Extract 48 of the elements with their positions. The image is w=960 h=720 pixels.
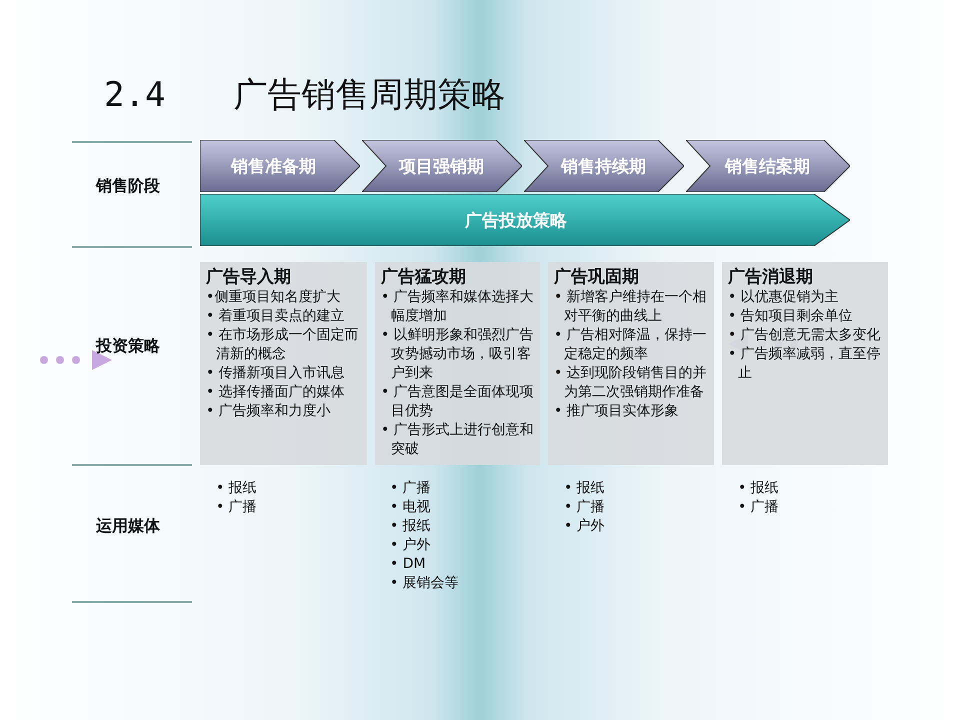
bullet-text: • 广告相对降温，保持一定稳定的频率: [554, 326, 708, 364]
media-item: • 报纸: [564, 479, 605, 498]
media-item: • DM: [390, 555, 426, 574]
bullet-text: • 达到现阶段销售目的并为第二次强销期作准备: [554, 364, 708, 402]
phase-box: 销售结案期: [686, 140, 850, 192]
row-header: 投资策略: [96, 336, 160, 357]
box-heading: 广告巩固期: [554, 266, 640, 288]
media-item: • 户外: [390, 536, 431, 555]
bullet-text: • 以鲜明形象和强烈广告攻势撼动市场，吸引客户到来: [381, 326, 534, 383]
media-item: • 广播: [564, 498, 605, 517]
media-item: • 报纸: [216, 479, 257, 498]
strategy-box: [200, 262, 367, 465]
bullet-text: • 在市场形成一个固定而清新的概念: [206, 326, 360, 364]
bullet-text: • 以优惠促销为主: [728, 288, 840, 307]
bullet-text: • 广告频率和力度小: [206, 402, 332, 421]
bullet-text: • 广告意图是全面体现项目优势: [381, 383, 534, 421]
strategy-band: 广告投放策略: [200, 194, 850, 246]
strategy-box: [375, 262, 540, 465]
strategy-box: [548, 262, 714, 465]
media-item: • 电视: [390, 498, 431, 517]
row-header: 销售阶段: [96, 176, 160, 197]
slide-title: 2.4 广告销售周期策略: [104, 74, 506, 117]
box-heading: 广告消退期: [728, 266, 814, 288]
bullet-text: • 传播新项目入市讯息: [206, 364, 346, 383]
media-item: • 广播: [738, 498, 779, 517]
media-item: • 报纸: [738, 479, 779, 498]
strategy-box: [722, 262, 888, 465]
phase-box: 销售持续期: [524, 140, 684, 192]
bullet-text: • 广告创意无需太多变化: [728, 326, 882, 345]
bullet-text: •侧重项目知名度扩大: [206, 288, 342, 307]
bullet-text: • 告知项目剩余单位: [728, 307, 854, 326]
box-heading: 广告猛攻期: [381, 266, 467, 288]
box-heading: 广告导入期: [206, 266, 292, 288]
bullet-text: • 选择传播面广的媒体: [206, 383, 346, 402]
bullet-text: • 广告形式上进行创意和突破: [381, 421, 534, 459]
bullet-text: • 广告频率和媒体选择大幅度增加: [381, 288, 534, 326]
row-header: 运用媒体: [96, 516, 160, 537]
bullet-text: • 着重项目卖点的建立: [206, 307, 346, 326]
phase-box: 销售准备期: [200, 140, 360, 192]
media-item: • 户外: [564, 517, 605, 536]
phase-box: 项目强销期: [362, 140, 522, 192]
media-item: • 广播: [216, 498, 257, 517]
bullet-text: • 推广项目实体形象: [554, 402, 680, 421]
bullet-text: • 新增客户维持在一个相对平衡的曲线上: [554, 288, 708, 326]
bullet-text: • 广告频率减弱，直至停止: [728, 345, 882, 383]
media-item: • 展销会等: [390, 574, 459, 593]
media-item: • 广播: [390, 479, 431, 498]
media-item: • 报纸: [390, 517, 431, 536]
